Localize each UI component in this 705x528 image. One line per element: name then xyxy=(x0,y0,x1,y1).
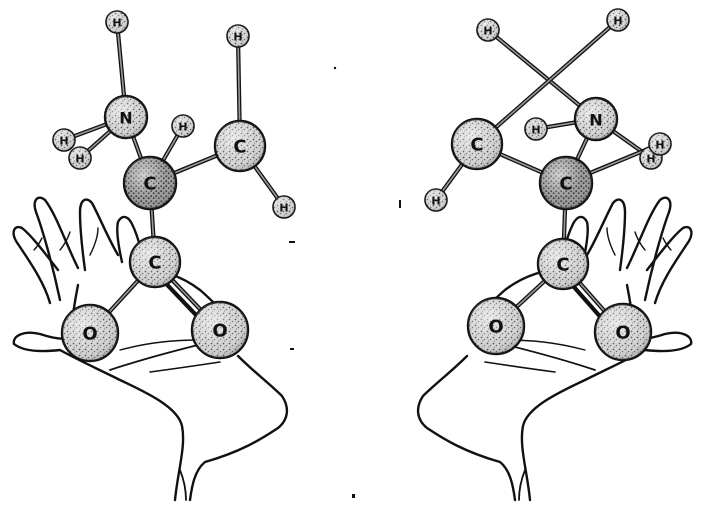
atom-label: H xyxy=(655,139,664,152)
atom-cc: C xyxy=(130,237,180,287)
atom-h1: H xyxy=(477,19,499,41)
atom-label: N xyxy=(589,111,602,130)
atom-label: H xyxy=(483,25,492,38)
atom-label: H xyxy=(431,195,440,208)
atom-label: O xyxy=(212,321,227,342)
atom-label: H xyxy=(613,15,622,28)
atom-label: H xyxy=(112,17,121,30)
atom-label: H xyxy=(178,121,187,134)
atom-h5: H xyxy=(227,25,249,47)
atom-h4: H xyxy=(172,115,194,137)
stray-ink-marks xyxy=(289,67,401,498)
atom-label: C xyxy=(556,255,569,276)
atom-ca: C xyxy=(124,157,176,209)
atom-cm: C xyxy=(452,119,502,169)
atom-o1: O xyxy=(468,298,524,354)
atom-h2: H xyxy=(53,129,75,151)
atom-label: O xyxy=(82,324,97,345)
atom-n: N xyxy=(575,98,617,140)
atom-n: N xyxy=(105,96,147,138)
atom-label: H xyxy=(75,153,84,166)
atom-cc: C xyxy=(538,239,588,289)
atom-label: N xyxy=(119,109,132,128)
atom-label: H xyxy=(646,153,655,166)
atom-label: H xyxy=(233,31,242,44)
atom-label: H xyxy=(279,202,288,215)
atom-h1: H xyxy=(106,11,128,33)
atom-cm: C xyxy=(215,121,265,171)
atom-h6: H xyxy=(273,196,295,218)
atom-label: C xyxy=(470,135,483,156)
atom-h4: H xyxy=(649,133,671,155)
atom-o1: O xyxy=(62,305,118,361)
atom-label: C xyxy=(233,137,246,158)
atom-ca: C xyxy=(540,157,592,209)
atom-h2: H xyxy=(525,118,547,140)
atom-label: C xyxy=(148,253,161,274)
atom-o2: O xyxy=(595,304,651,360)
atom-label: O xyxy=(488,317,503,338)
atom-label: C xyxy=(559,174,572,195)
atom-h5: H xyxy=(607,9,629,31)
atom-label: H xyxy=(59,135,68,148)
atom-label: O xyxy=(615,323,630,344)
atom-label: C xyxy=(143,174,156,195)
atom-label: H xyxy=(531,124,540,137)
atom-h3: H xyxy=(69,147,91,169)
atom-h6: H xyxy=(425,189,447,211)
atom-o2: O xyxy=(192,302,248,358)
